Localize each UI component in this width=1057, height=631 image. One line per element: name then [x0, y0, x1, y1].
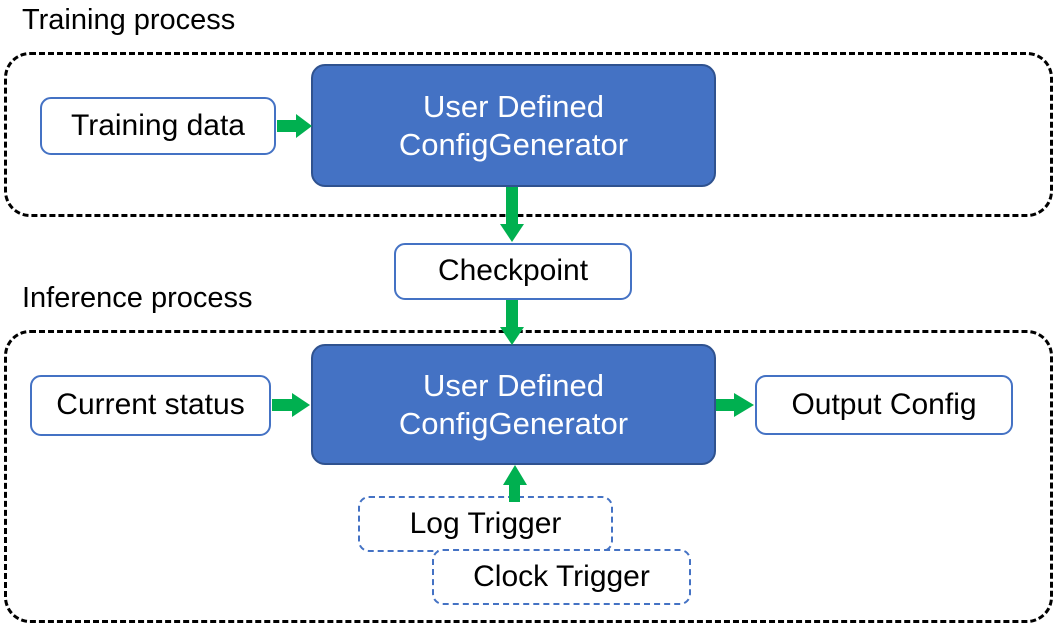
inference-config-generator-line2: ConfigGenerator	[398, 405, 629, 441]
current-status-node[interactable]: Current status	[30, 375, 271, 436]
log-trigger-label: Log Trigger	[409, 506, 562, 540]
log-trigger-node[interactable]: Log Trigger	[358, 496, 613, 552]
inference-config-generator-line1: User Defined	[423, 367, 604, 403]
checkpoint-node[interactable]: Checkpoint	[394, 243, 632, 300]
training-process-group	[4, 52, 1053, 217]
inference-config-generator-node[interactable]: User Defined ConfigGenerator	[311, 344, 716, 465]
training-config-generator-node[interactable]: User Defined ConfigGenerator	[311, 64, 716, 187]
inference-process-group	[4, 330, 1053, 623]
training-config-generator-line2: ConfigGenerator	[398, 126, 629, 162]
clock-trigger-label: Clock Trigger	[473, 559, 650, 593]
current-status-label: Current status	[56, 388, 245, 422]
training-data-label: Training data	[71, 108, 245, 142]
inference-process-title: Inference process	[22, 282, 253, 314]
checkpoint-label: Checkpoint	[437, 254, 589, 288]
output-config-node[interactable]: Output Config	[755, 375, 1013, 435]
clock-trigger-node[interactable]: Clock Trigger	[432, 549, 691, 605]
output-config-label: Output Config	[791, 387, 977, 421]
training-data-node[interactable]: Training data	[40, 97, 276, 155]
training-config-generator-line1: User Defined	[423, 88, 604, 124]
training-process-title: Training process	[22, 4, 236, 36]
